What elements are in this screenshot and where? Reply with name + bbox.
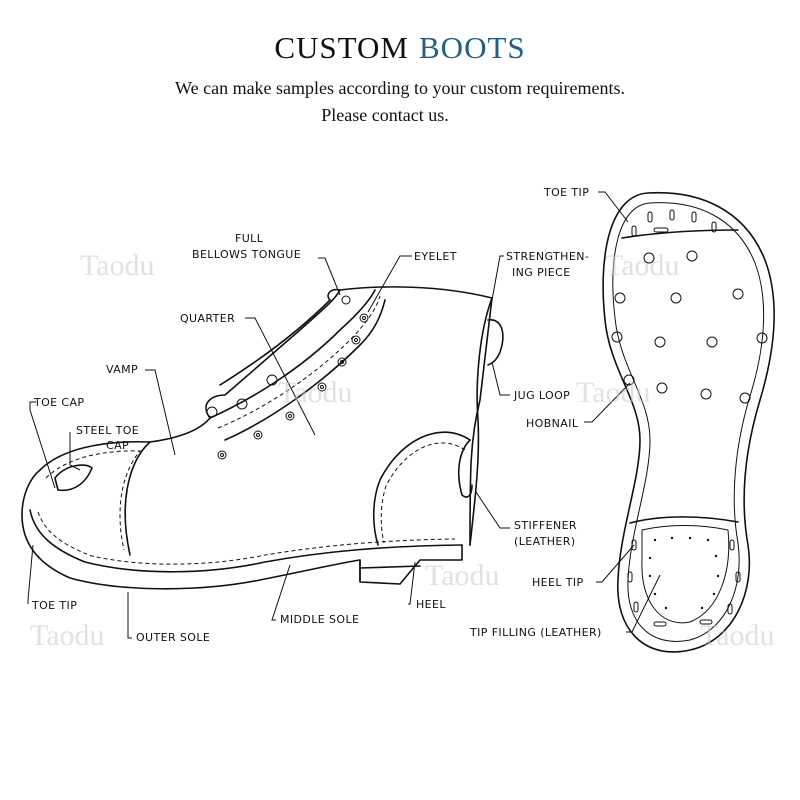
boot-drawing — [21, 286, 504, 590]
sole-outline — [602, 191, 775, 653]
leader-toe-tip-sole — [598, 191, 629, 223]
leader-middle-sole — [271, 564, 291, 621]
label-tip-filling: TIP FILLING (LEATHER) — [469, 626, 602, 639]
label-quarter: QUARTER — [180, 312, 235, 325]
sole-heel-dots — [648, 536, 720, 610]
subtitle-line-2: Please contact us. — [321, 105, 449, 125]
label-hobnail: HOBNAIL — [526, 417, 579, 430]
label-full-bellows-tongue-1: FULL — [235, 232, 264, 245]
label-vamp: VAMP — [106, 363, 138, 376]
label-toe-tip-sole: TOE TIP — [543, 186, 589, 199]
watermarks: Taodu Taodu Taodu Taodu Taodu Taodu Taod… — [30, 249, 775, 652]
title-word-boots: BOOTS — [419, 30, 526, 65]
label-steel-toe-cap-2: CAP — [106, 439, 129, 452]
boot-toe-cap-outline — [39, 440, 151, 556]
watermark-2: Taodu — [605, 249, 680, 282]
boot-lace-knots — [206, 295, 351, 418]
boot-vamp-line — [149, 417, 211, 443]
boot-eyelets — [217, 313, 369, 460]
sole-hobnails — [611, 250, 768, 404]
sole-heel-tip — [629, 516, 739, 524]
label-jug-loop: JUG LOOP — [513, 389, 570, 402]
boot-middle-sole — [29, 509, 463, 573]
label-steel-toe-cap-1: STEEL TOE — [76, 424, 139, 437]
leader-toe-tip-boot — [27, 544, 34, 604]
sole-toe-tip-slots — [631, 209, 717, 237]
watermark-6: Taodu — [30, 619, 105, 652]
boot-stiffener — [458, 439, 473, 498]
boot-toe-front — [21, 469, 41, 516]
leader-tip-filling — [626, 574, 661, 633]
label-heel-tip: HEEL TIP — [532, 576, 584, 589]
leader-outer-sole — [127, 592, 132, 639]
sole-inner-outline — [612, 202, 765, 642]
label-stiffener-1: STIFFENER — [514, 519, 577, 532]
leader-toe-cap — [29, 401, 56, 489]
boot-steel-toe-cutout — [54, 464, 93, 492]
leader-eyelet — [367, 255, 412, 313]
boot-toe-cap-stitch — [45, 450, 142, 551]
label-strengthening-2: ING PIECE — [512, 266, 571, 279]
leader-strengthening — [491, 255, 504, 301]
title-word-custom: CUSTOM — [274, 30, 409, 65]
leader-heel — [408, 561, 416, 605]
leader-steel-toe-cap — [69, 432, 81, 471]
subtitle-line-1: We can make samples according to your cu… — [175, 78, 625, 98]
leader-heel-tip — [596, 544, 635, 583]
label-full-bellows-tongue-2: BELLOWS TONGUE — [192, 248, 301, 261]
leader-vamp — [145, 369, 176, 456]
boot-labels: FULL BELLOWS TONGUE EYELET STRENGTHEN- I… — [31, 232, 589, 644]
label-toe-cap: TOE CAP — [33, 396, 84, 409]
leader-stiffener — [475, 491, 510, 529]
boot-heel-block — [359, 559, 421, 581]
watermark-5: Taodu — [425, 559, 500, 592]
leader-full-bellows-tongue — [318, 257, 341, 296]
leader-jug-loop — [491, 361, 510, 396]
boot-tongue — [219, 288, 341, 386]
boot-facing — [209, 289, 376, 419]
label-stiffener-2: (LEATHER) — [514, 535, 576, 548]
boot-upper-outline — [205, 286, 493, 546]
sole-toe-tip-line — [621, 229, 739, 239]
boot-welt-stitch — [37, 511, 456, 565]
sole-labels: TOE TIP HOBNAIL HEEL TIP TIP FILLING (LE… — [469, 186, 602, 639]
watermark-7: Taodu — [700, 619, 775, 652]
label-toe-tip-boot: TOE TIP — [31, 599, 77, 612]
watermark-1: Taodu — [80, 249, 155, 282]
label-eyelet: EYELET — [414, 250, 457, 263]
boot-facing-lower — [224, 299, 386, 441]
label-strengthening-1: STRENGTHEN- — [506, 250, 589, 263]
leader-quarter — [245, 317, 316, 436]
label-middle-sole: MIDDLE SOLE — [280, 613, 359, 626]
boot-strengthening-piece — [469, 297, 493, 546]
boot-outer-sole — [21, 514, 463, 590]
boot-quarter-seam — [372, 431, 471, 546]
sole-tip-filling — [641, 525, 730, 624]
watermark-3: Taodu — [278, 376, 353, 409]
page-title: CUSTOM BOOTS — [0, 30, 800, 66]
boot-facing-stitch — [217, 295, 381, 429]
sole-drawing — [602, 191, 775, 653]
watermark-4: Taodu — [576, 376, 651, 409]
leader-lines — [27, 191, 661, 639]
sole-heel-slots — [627, 539, 741, 627]
boot-jug-loop — [487, 319, 504, 366]
boot-quarter-stitch — [380, 442, 466, 544]
leader-hobnail — [584, 382, 631, 423]
label-outer-sole: OUTER SOLE — [136, 631, 210, 644]
label-heel: HEEL — [416, 598, 446, 611]
